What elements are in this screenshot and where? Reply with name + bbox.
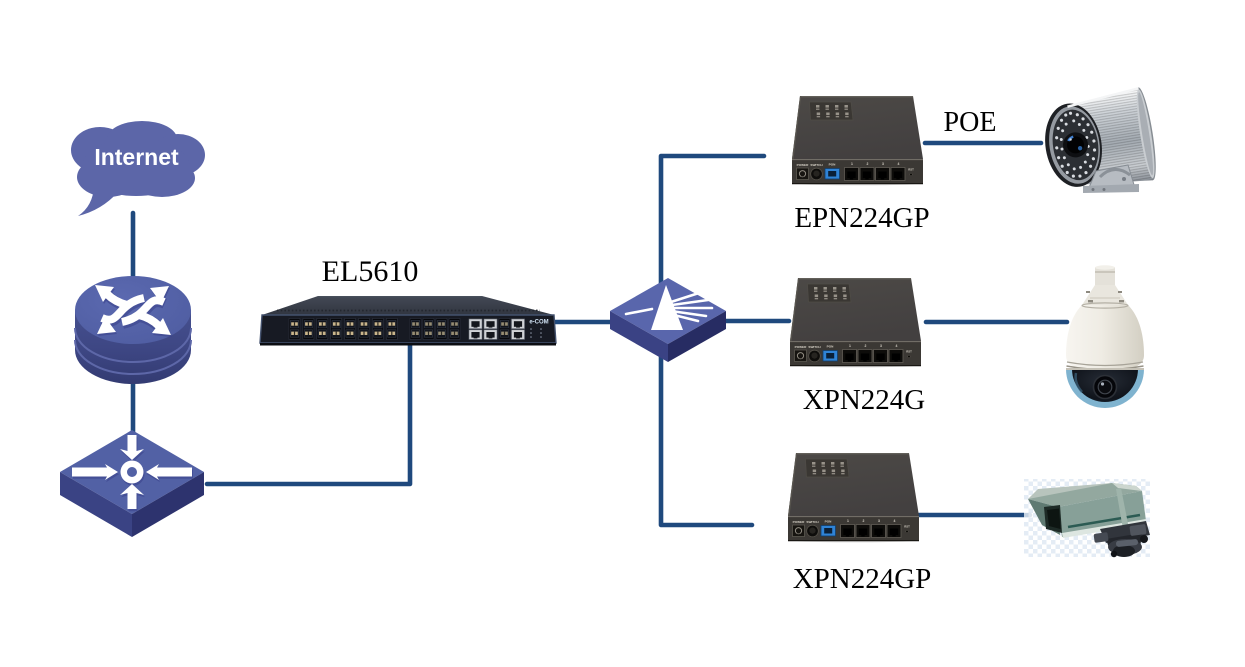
onu-xpn224gp bbox=[787, 452, 920, 543]
onu-epn224gp bbox=[791, 95, 924, 186]
onu-bottom-label: XPN224GP bbox=[792, 563, 932, 595]
link-splitter-onu-top bbox=[658, 153, 767, 287]
bullet-camera-bracket bbox=[1083, 164, 1139, 193]
switch-arrows bbox=[72, 435, 193, 512]
internet-label: Internet bbox=[94, 144, 179, 170]
olt-chassis-image: e-COM bbox=[259, 296, 557, 346]
olt-logo-area: e-COM bbox=[529, 320, 549, 338]
bullet-camera-image bbox=[1045, 87, 1156, 193]
ptz-mount bbox=[1093, 521, 1150, 558]
olt-logo-text: e-COM bbox=[529, 320, 548, 326]
link-splitter-onu-bottom bbox=[658, 354, 755, 528]
olt-label: EL5610 bbox=[321, 255, 419, 288]
ir-leds bbox=[1055, 111, 1097, 178]
router-icon bbox=[74, 276, 192, 384]
link-switch-olt bbox=[204, 342, 413, 487]
onu-top-label: EPN224GP bbox=[794, 202, 930, 234]
lan-switch-icon bbox=[60, 430, 204, 537]
ptz-housing bbox=[1028, 483, 1146, 538]
onu-middle-label: XPN224G bbox=[802, 384, 926, 416]
internet-cloud-icon bbox=[71, 121, 205, 216]
router-arrows bbox=[95, 285, 172, 337]
optical-splitter-icon bbox=[610, 278, 726, 362]
ptz-camera-image bbox=[1024, 479, 1150, 558]
onu-xpn224g bbox=[789, 277, 922, 368]
olt-sfp-ports bbox=[288, 318, 525, 340]
poe-label: POE bbox=[943, 107, 997, 138]
dome-camera-image bbox=[1066, 265, 1144, 408]
